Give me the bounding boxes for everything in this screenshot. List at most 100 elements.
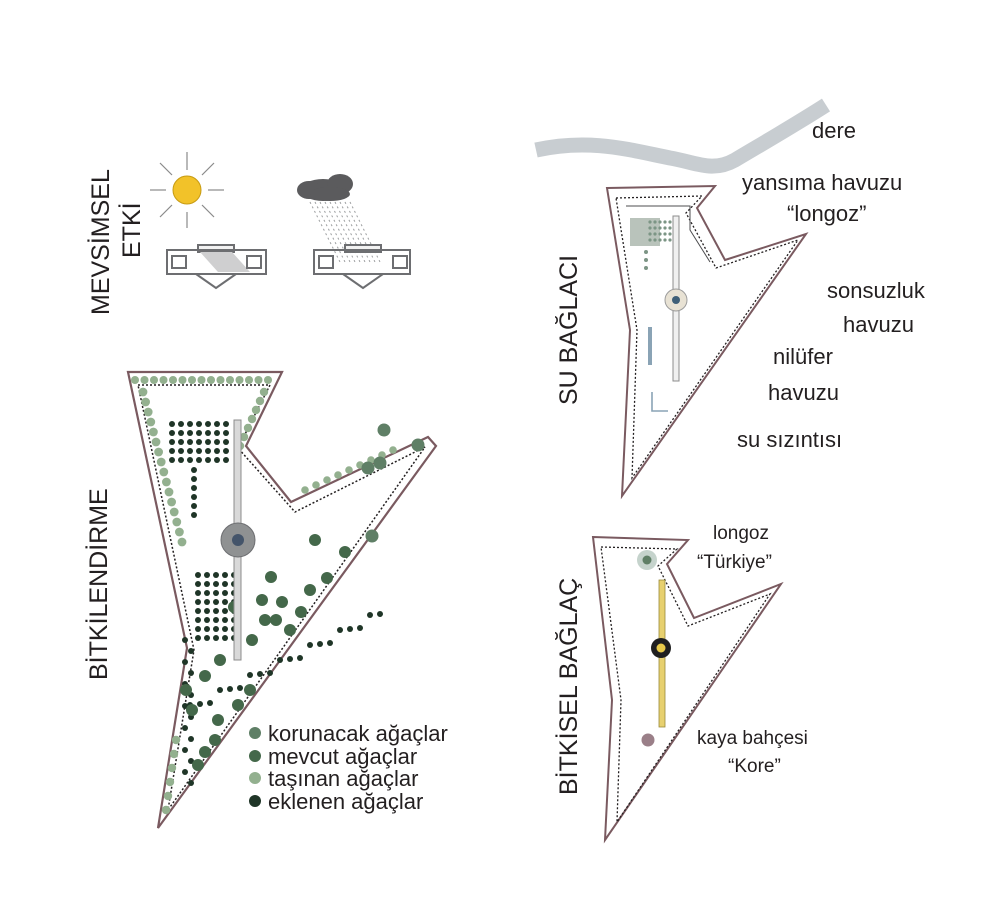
tree-existing xyxy=(259,614,271,626)
water-site-outline xyxy=(605,184,809,500)
tree-added xyxy=(214,457,220,463)
tree-added xyxy=(204,617,210,623)
tree-existing xyxy=(186,704,198,716)
tree-added xyxy=(223,448,229,454)
tree-existing xyxy=(295,606,307,618)
tree-added xyxy=(205,439,211,445)
tree-added xyxy=(188,648,194,654)
tree-added xyxy=(223,430,229,436)
tree-moved xyxy=(254,376,263,384)
tree-moved xyxy=(169,376,177,384)
planting-legend: korunacak ağaçlar mevcut ağaçlar taşınan… xyxy=(249,721,448,814)
tree-moved xyxy=(247,414,257,424)
tree-added xyxy=(182,637,188,643)
tree-added xyxy=(191,476,197,482)
tree-existing xyxy=(265,571,277,583)
tree-added xyxy=(307,642,313,648)
legend-marker-korunacak xyxy=(249,727,261,739)
tree-added xyxy=(191,512,197,518)
tree-added xyxy=(337,627,343,633)
botanical-link-panel: BİTKİSEL BAĞLAÇ longoz “Türkiye” kaya ba… xyxy=(554,523,808,844)
tree-added xyxy=(196,457,202,463)
tree-added xyxy=(222,635,228,641)
tree-added xyxy=(196,439,202,445)
tree-added xyxy=(187,421,193,427)
botanical-site-outline xyxy=(591,535,784,844)
tree-added xyxy=(191,494,197,500)
pool-dot xyxy=(648,232,652,236)
tree-added xyxy=(187,457,193,463)
rain-drop-line xyxy=(309,201,341,263)
tree-added xyxy=(277,657,283,663)
tree-added xyxy=(195,590,201,596)
tree-existing xyxy=(256,594,268,606)
tree-existing xyxy=(246,634,258,646)
tree-added xyxy=(182,659,188,665)
tree-added xyxy=(204,572,210,578)
tree-moved xyxy=(159,467,169,477)
pool-dot xyxy=(663,232,667,236)
tree-added xyxy=(213,599,219,605)
tree-added xyxy=(191,467,197,473)
tree-moved xyxy=(154,447,164,457)
tree-moved xyxy=(143,407,153,417)
tree-added xyxy=(196,448,202,454)
seasonal-effect-panel: MEVSİMSEL ETKİ xyxy=(86,152,411,315)
tree-moved xyxy=(169,749,179,759)
tree-added xyxy=(217,687,223,693)
tree-added xyxy=(223,457,229,463)
tree-existing xyxy=(192,759,204,771)
pool-section-rainy-icon xyxy=(313,244,411,290)
tree-added xyxy=(223,439,229,445)
tree-added xyxy=(237,685,243,691)
tree-added xyxy=(191,485,197,491)
tree-existing xyxy=(180,684,192,696)
tree-added xyxy=(169,448,175,454)
tree-moved xyxy=(177,537,187,547)
tree-existing xyxy=(304,584,316,596)
tree-moved xyxy=(264,376,272,384)
tree-added xyxy=(188,780,194,786)
pool-dot xyxy=(653,238,657,242)
pool-section-sunny-icon xyxy=(166,244,267,290)
pool-dot xyxy=(644,250,648,254)
tree-moved xyxy=(334,471,342,479)
tree-added xyxy=(213,572,219,578)
tree-existing xyxy=(321,572,333,584)
tree-added xyxy=(347,626,353,632)
tree-moved xyxy=(301,486,309,494)
tree-added xyxy=(169,457,175,463)
tree-existing xyxy=(232,699,244,711)
legend-marker-mevcut xyxy=(249,750,261,762)
pool-dot xyxy=(658,220,662,224)
tree-moved xyxy=(216,376,225,384)
legend-label-korunacak: korunacak ağaçlar xyxy=(268,721,448,746)
tree-added xyxy=(214,448,220,454)
label-turkiye: “Türkiye” xyxy=(697,552,772,573)
botanical-center-core xyxy=(656,643,666,653)
tree-added xyxy=(222,608,228,614)
tree-added xyxy=(367,612,373,618)
pool-dot xyxy=(668,226,672,230)
seasonal-title-line2: ETKİ xyxy=(117,202,146,258)
rock-garden-marker xyxy=(641,733,655,747)
tree-added xyxy=(195,608,201,614)
tree-added xyxy=(169,439,175,445)
tree-added xyxy=(213,626,219,632)
tree-existing xyxy=(284,624,296,636)
tree-added xyxy=(207,700,213,706)
tree-moved xyxy=(167,497,177,507)
tree-added xyxy=(188,670,194,676)
water-inner-line xyxy=(626,205,711,263)
tree-added xyxy=(178,421,184,427)
tree-added xyxy=(182,769,188,775)
water-title: SU BAĞLACI xyxy=(554,255,583,405)
tree-added xyxy=(213,635,219,641)
tree-moved xyxy=(251,405,261,415)
tree-existing xyxy=(270,614,282,626)
label-yansima-2: “longoz” xyxy=(787,201,866,226)
tree-markers xyxy=(131,376,425,815)
tree-added xyxy=(182,703,188,709)
tree-added xyxy=(195,617,201,623)
tree-added xyxy=(214,421,220,427)
